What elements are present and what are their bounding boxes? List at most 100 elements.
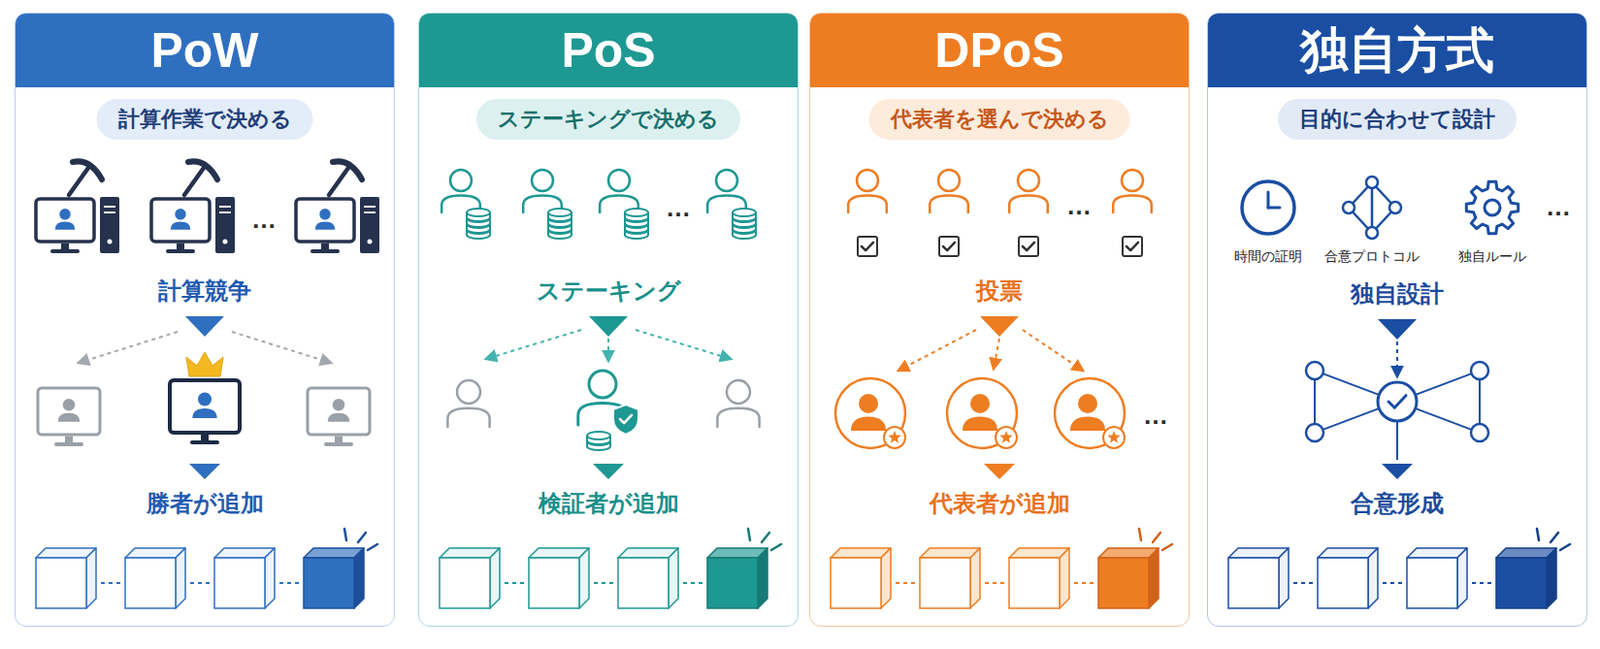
down-triangle bbox=[979, 316, 1019, 337]
person-body bbox=[447, 408, 490, 427]
representative-ring bbox=[946, 378, 1017, 449]
block-front bbox=[1228, 557, 1279, 609]
block-front bbox=[35, 557, 87, 609]
shield bbox=[613, 404, 639, 435]
hub-node bbox=[1470, 361, 1489, 380]
person-body bbox=[192, 408, 217, 419]
chain-link bbox=[895, 582, 915, 585]
custom-illustration bbox=[1228, 176, 1570, 609]
ellipsis-mark: … bbox=[665, 194, 691, 223]
spark-line bbox=[344, 528, 347, 541]
pickaxe-handle bbox=[68, 167, 89, 196]
block-side bbox=[1278, 548, 1289, 609]
monitor-screen bbox=[295, 198, 355, 242]
block-front bbox=[830, 557, 882, 609]
star-badge bbox=[1103, 426, 1125, 449]
person-head bbox=[174, 208, 186, 220]
block-side bbox=[1059, 548, 1070, 609]
ellipsis-mark: … bbox=[1142, 401, 1169, 430]
coin-top bbox=[548, 208, 572, 217]
monitor-screen bbox=[151, 198, 210, 242]
protocol-node bbox=[1342, 201, 1355, 214]
person-body bbox=[327, 413, 350, 423]
step-label: 検証者が追加 bbox=[538, 490, 680, 517]
hub-link bbox=[1478, 379, 1481, 425]
panel-header: DPoS bbox=[810, 13, 1189, 88]
hub-link bbox=[1322, 408, 1378, 429]
block-side bbox=[175, 548, 186, 609]
star bbox=[1107, 430, 1120, 444]
coin-top bbox=[466, 208, 490, 217]
person-head bbox=[450, 169, 472, 192]
panel-header: PoS bbox=[419, 13, 798, 88]
pc-tower-button bbox=[223, 239, 229, 245]
subtitle-pill: ステーキングで決める bbox=[476, 98, 741, 140]
checkbox bbox=[1018, 236, 1039, 257]
chain-link bbox=[1382, 582, 1403, 585]
person-head bbox=[319, 208, 330, 220]
monitor-base bbox=[165, 249, 196, 254]
icon-caption: 合意プロトコル bbox=[1324, 249, 1420, 264]
monitor-screen bbox=[307, 388, 370, 435]
person-head bbox=[63, 398, 75, 411]
person-body bbox=[55, 222, 76, 230]
person-body bbox=[850, 417, 886, 432]
person-head bbox=[858, 393, 879, 414]
clock-hand bbox=[1268, 206, 1280, 210]
person-body bbox=[717, 408, 759, 427]
down-triangle bbox=[983, 463, 1015, 480]
hub-link bbox=[1313, 379, 1316, 425]
mechanism-panel: DPoS 代表者を選んで決める bbox=[809, 12, 1190, 627]
block-front bbox=[1098, 557, 1149, 609]
block-front bbox=[303, 557, 355, 609]
person-head bbox=[197, 391, 212, 406]
pickaxe-head bbox=[188, 161, 218, 180]
down-triangle bbox=[588, 316, 628, 337]
checkbox bbox=[939, 236, 959, 257]
monitor-base bbox=[190, 440, 220, 445]
block-front bbox=[1496, 557, 1547, 609]
check-mark bbox=[1022, 242, 1035, 251]
chain-link bbox=[1074, 582, 1094, 585]
hub-node bbox=[1470, 424, 1489, 442]
star bbox=[887, 430, 901, 444]
pc-tower-button bbox=[367, 239, 373, 245]
block-front bbox=[1009, 557, 1060, 609]
person-head bbox=[716, 169, 738, 192]
monitor-base bbox=[310, 249, 340, 254]
block-side bbox=[489, 548, 500, 609]
person-head bbox=[726, 380, 751, 404]
spark-line bbox=[1162, 544, 1173, 551]
protocol-node bbox=[1366, 176, 1378, 189]
checkbox bbox=[857, 236, 878, 257]
hub-link bbox=[1322, 373, 1378, 394]
pc-tower-slot bbox=[219, 205, 231, 208]
person-head bbox=[59, 208, 70, 220]
person-head bbox=[1017, 169, 1040, 192]
pc-tower-slot bbox=[103, 205, 116, 208]
pc-tower-slot bbox=[363, 205, 376, 208]
spark-line bbox=[1536, 528, 1539, 541]
check-mark bbox=[1388, 395, 1406, 409]
coin-top bbox=[624, 208, 649, 217]
chain-link bbox=[504, 582, 524, 585]
person-head bbox=[856, 169, 879, 192]
subtitle-pill: 代表者を選んで決める bbox=[869, 98, 1131, 140]
dashed-arrow bbox=[486, 329, 582, 360]
chain-link bbox=[279, 582, 299, 585]
step-label: 勝者が追加 bbox=[146, 490, 264, 517]
dashed-arrow bbox=[607, 338, 610, 361]
hub-node bbox=[1306, 361, 1324, 380]
block-side bbox=[668, 548, 679, 609]
dashed-arrow bbox=[993, 338, 1000, 369]
star-badge bbox=[883, 426, 906, 449]
down-triangle bbox=[1377, 319, 1417, 340]
step-label: 計算競争 bbox=[158, 278, 252, 304]
person-body bbox=[962, 417, 998, 432]
pc-tower-button bbox=[107, 239, 113, 245]
block-front bbox=[1406, 557, 1458, 609]
spark-line bbox=[1139, 528, 1142, 541]
down-triangle bbox=[592, 463, 624, 480]
person-head bbox=[608, 169, 630, 192]
chain-link bbox=[100, 582, 121, 585]
